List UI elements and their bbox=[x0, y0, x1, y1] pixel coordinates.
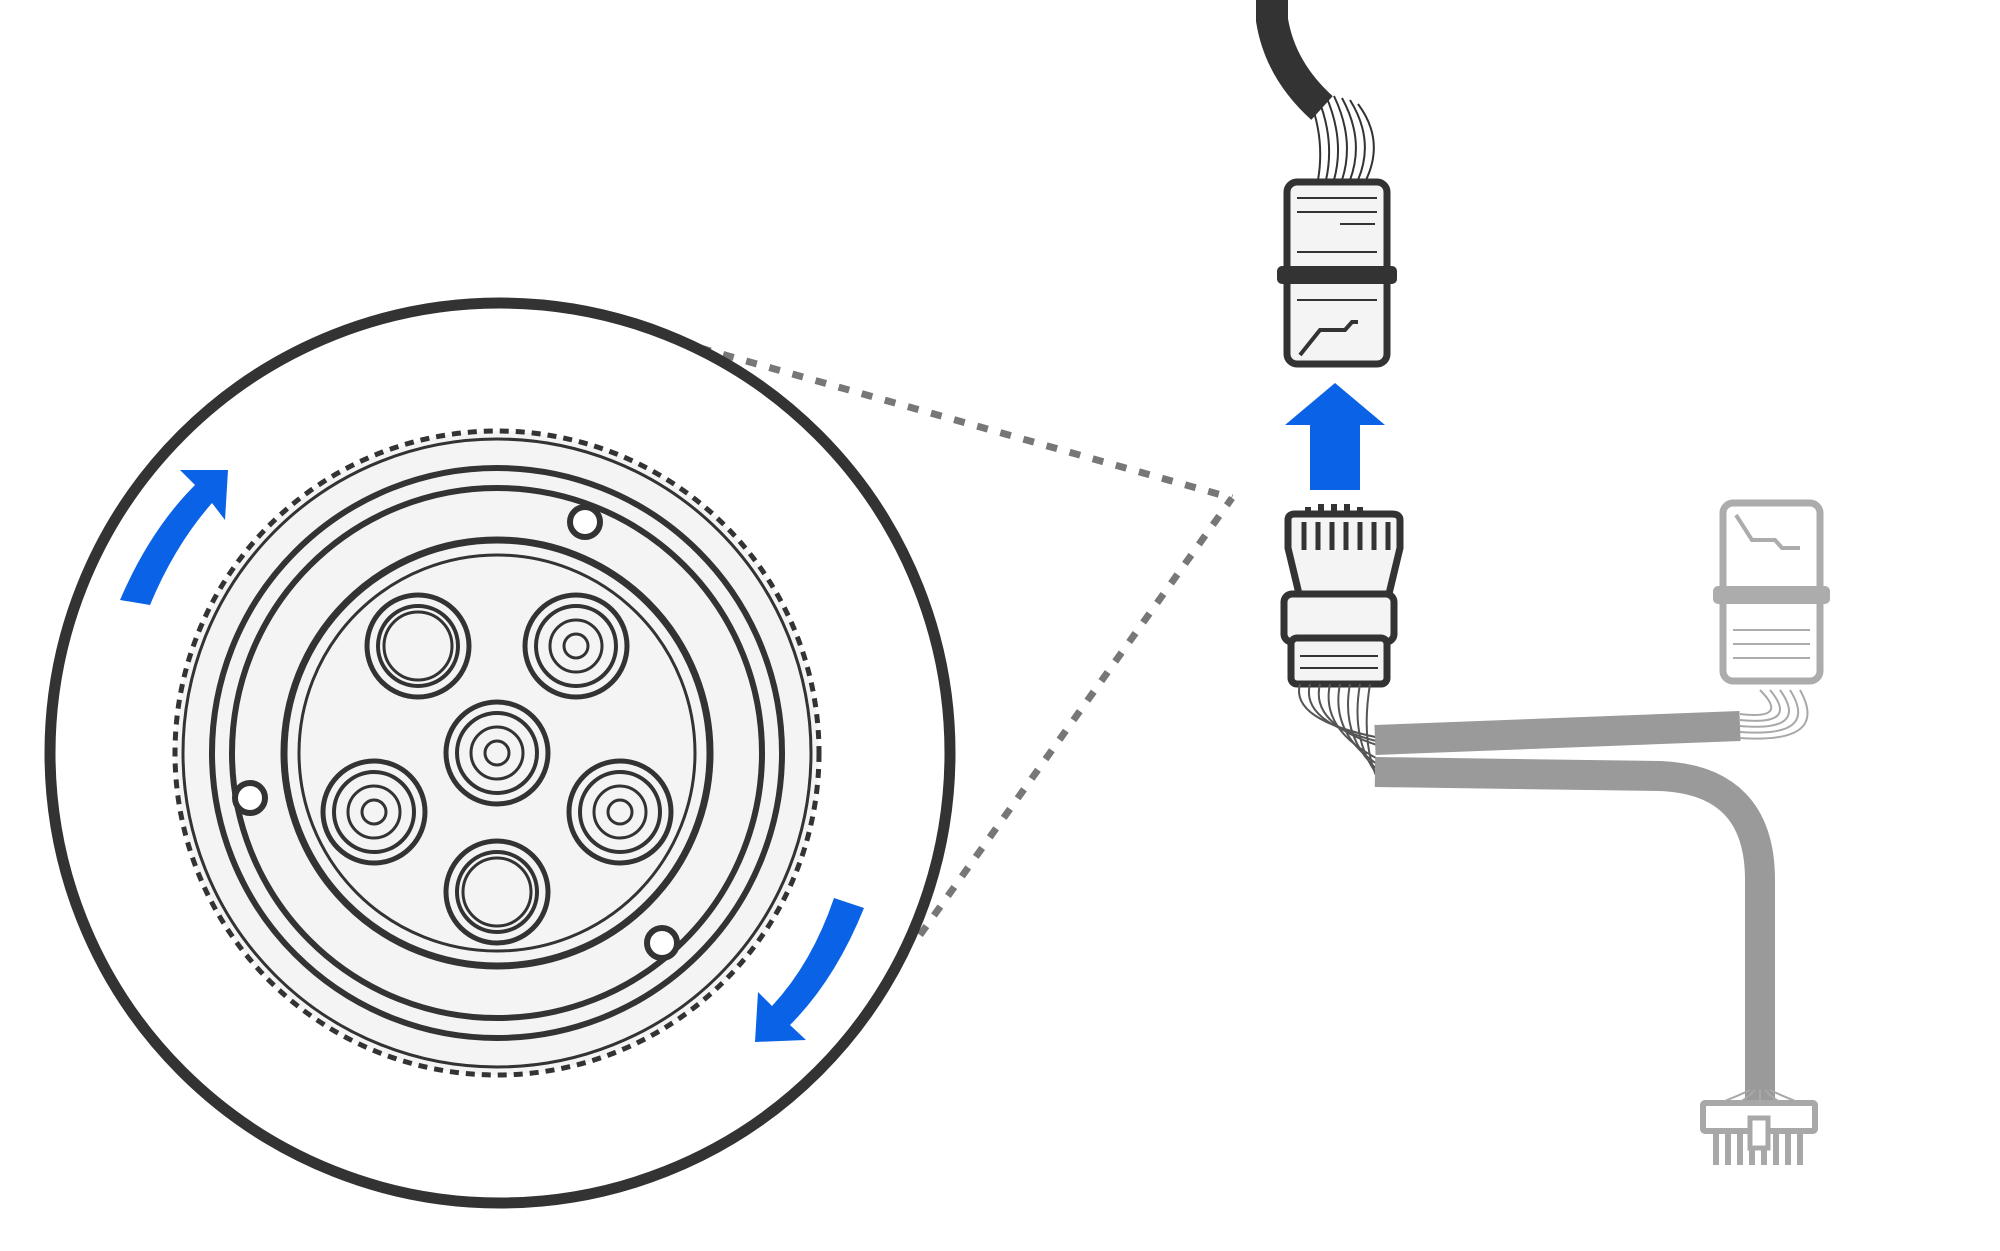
split-cable-assembly bbox=[1298, 683, 1809, 1100]
connector-pins bbox=[320, 592, 674, 946]
terminal-plug bbox=[1700, 1089, 1818, 1165]
pin-top-left bbox=[364, 592, 472, 700]
male-connector bbox=[1280, 504, 1404, 688]
male-connector-base bbox=[1287, 634, 1391, 688]
zoom-circle bbox=[44, 297, 956, 1209]
female-connector bbox=[1277, 178, 1397, 368]
female-connector-key-mark bbox=[1298, 320, 1358, 357]
male-connector-base-lines bbox=[1300, 655, 1378, 669]
female-connector-band bbox=[1277, 266, 1397, 284]
upper-cable-end-wires bbox=[1739, 689, 1809, 740]
pin-top-right bbox=[522, 592, 630, 700]
notch-top bbox=[567, 504, 603, 540]
ghost-connector-band bbox=[1713, 586, 1830, 604]
female-connector-details bbox=[1297, 197, 1377, 301]
gray-cable-lower bbox=[1374, 757, 1775, 1100]
gray-cable-upper bbox=[1374, 711, 1741, 755]
up-arrow-icon bbox=[1285, 383, 1385, 490]
male-connector-wires bbox=[1298, 683, 1381, 785]
notch-bottom bbox=[644, 925, 680, 961]
upper-cable-assembly bbox=[1256, 0, 1397, 368]
notch-left bbox=[232, 780, 268, 816]
knurled-ring-inner-edge bbox=[181, 437, 813, 1069]
ghost-connector-key-mark bbox=[1734, 513, 1800, 550]
male-connector-ribs bbox=[1301, 522, 1391, 550]
upper-black-cable bbox=[1256, 0, 1333, 120]
pin-bottom bbox=[443, 838, 551, 946]
terminal-plug-key bbox=[1747, 1115, 1771, 1151]
ghost-connector bbox=[1713, 499, 1830, 685]
curved-rotation-arrow-icon bbox=[120, 470, 228, 605]
zoom-line-bottom bbox=[917, 495, 1235, 938]
pin-left bbox=[320, 758, 428, 866]
zoom-line-top bbox=[699, 344, 1233, 502]
pin-right bbox=[566, 758, 674, 866]
rotation-arrows bbox=[120, 470, 864, 1042]
bayonet-notches bbox=[232, 504, 680, 961]
upper-wires bbox=[1309, 95, 1375, 181]
pin-center bbox=[443, 699, 551, 807]
zoom-callout-lines bbox=[699, 344, 1235, 938]
curved-rotation-arrow-icon bbox=[755, 898, 864, 1042]
ghost-connector-lines bbox=[1733, 629, 1810, 659]
